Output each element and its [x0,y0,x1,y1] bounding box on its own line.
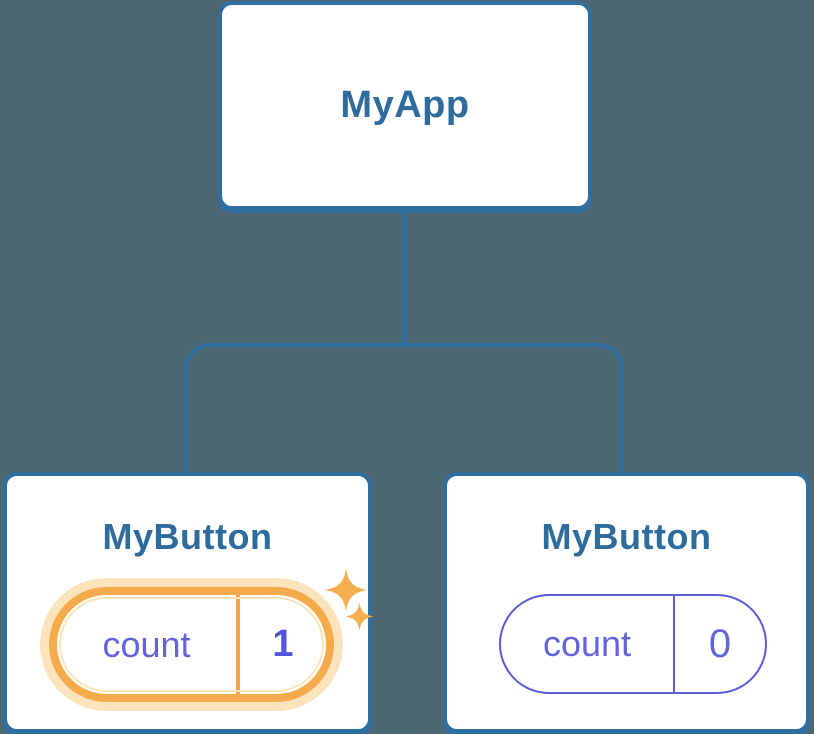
tree-connector-stem [402,208,406,348]
component-node-mybutton-right: MyButton count 0 [443,472,810,733]
state-label: count [542,623,632,664]
component-title-myapp: MyApp [340,84,470,126]
component-node-myapp: MyApp [218,1,592,210]
state-pill-normal: count 0 [499,594,767,694]
sparkle-icon-large [324,568,368,612]
state-value: 0 [673,596,765,692]
sparkle-icon-small [345,602,374,631]
state-label: count [102,623,191,665]
component-node-mybutton-left: MyButton count 1 [3,472,374,733]
component-title-mybutton-left: MyButton [102,516,273,557]
tree-connector-branch [184,343,624,475]
state-pill-highlighted: count 1 [49,587,334,702]
state-value: 1 [236,595,326,694]
component-title-mybutton-right: MyButton [541,516,712,557]
